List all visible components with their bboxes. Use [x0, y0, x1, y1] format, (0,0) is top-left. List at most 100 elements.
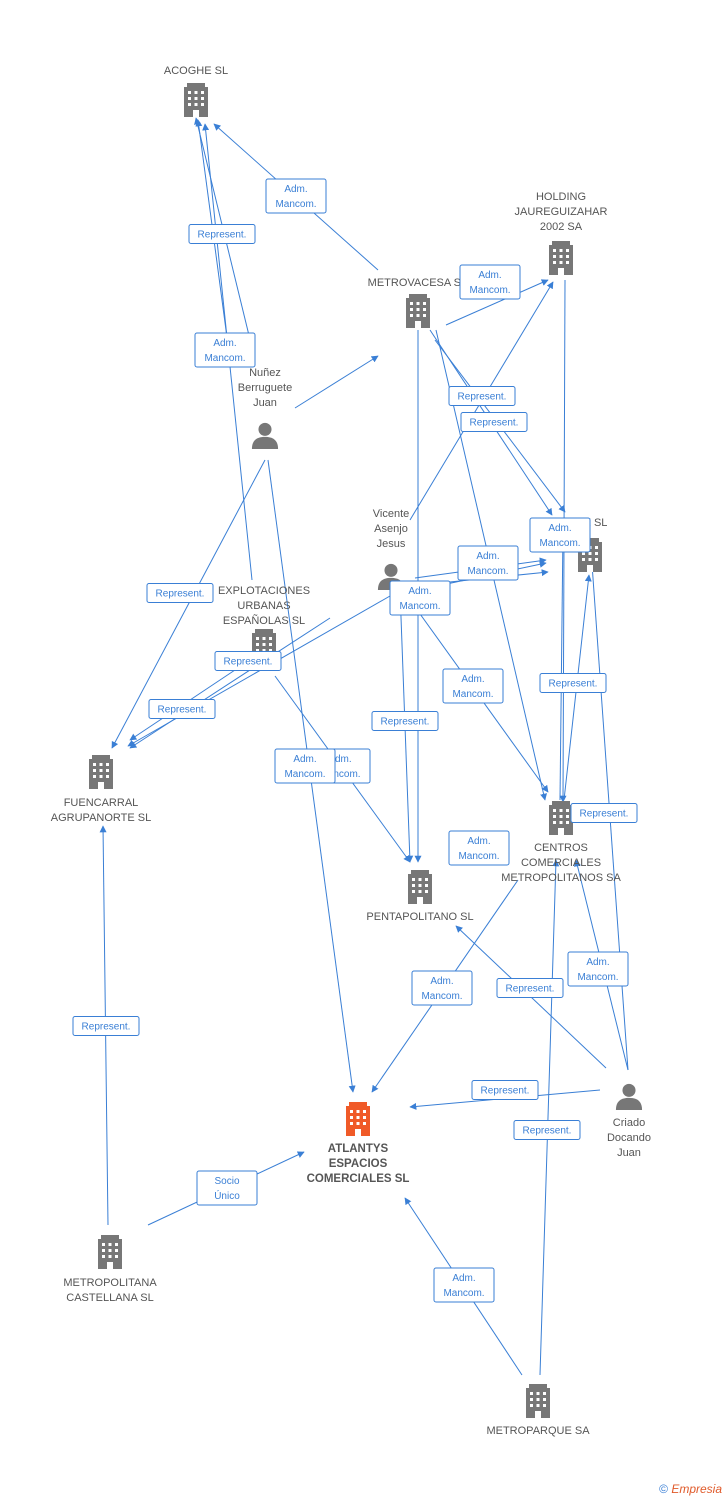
edge-label-text: Represent. — [481, 1086, 530, 1097]
edge-label-text: Represent. — [470, 418, 519, 429]
edge-label[interactable]: Adm.Mancom. — [442, 668, 504, 704]
edge-label[interactable]: Adm. Mancom. — [411, 970, 473, 1006]
node-acoghe[interactable]: ACOGHE SL — [164, 65, 228, 117]
edge-label[interactable]: Represent. — [188, 224, 256, 244]
edge-label-box — [570, 803, 638, 823]
edge-label[interactable]: Adm.Mancom. — [567, 951, 629, 987]
edge-label-box — [371, 711, 439, 731]
edge-label-text: Represent. — [156, 589, 205, 600]
edge-label-text: Mancom. — [421, 991, 462, 1002]
edge-label-box — [411, 970, 473, 1006]
edge-label[interactable]: Represent. — [539, 673, 607, 693]
brand-logo: Empresia — [671, 1482, 722, 1496]
node-label: COMERCIALES — [521, 857, 601, 869]
edge-label-box — [148, 699, 216, 719]
edge-label[interactable]: Represent. — [72, 1016, 140, 1036]
node-metrovacesa[interactable]: METROVACESA SA — [368, 277, 469, 328]
edge-label-box — [389, 580, 451, 616]
edge-line — [445, 279, 549, 326]
edge-label[interactable]: Represent. — [513, 1120, 581, 1140]
building-icon — [526, 1384, 550, 1418]
building-icon — [184, 83, 208, 117]
edge-label[interactable]: Adm.Mancom. — [274, 748, 336, 784]
edge-label-text: Mancom. — [284, 769, 325, 780]
edge-label[interactable]: Adm.Mancom. — [433, 1267, 495, 1303]
edge-label[interactable]: Represent. — [460, 412, 528, 432]
edge-label-text: Adm. — [430, 976, 453, 987]
node-label: CASTELLANA SL — [66, 1292, 153, 1304]
node-label: AGRUPANORTE SL — [51, 812, 151, 824]
node-label: Vicente — [373, 508, 410, 520]
person-icon — [615, 1083, 643, 1110]
edge-label-text: Mancom. — [539, 538, 580, 549]
edge-label[interactable]: Represent. — [371, 711, 439, 731]
edge-label-box — [194, 332, 256, 368]
edge-label[interactable]: Represent. — [214, 651, 282, 671]
node-label: Criado — [613, 1117, 645, 1129]
edge-label-text: Represent. — [580, 809, 629, 820]
edge-label-box — [567, 951, 629, 987]
node-pentapolitano[interactable]: PENTAPOLITANO SL — [366, 870, 474, 923]
edge-label-text: Mancom. — [469, 285, 510, 296]
edge-label-text: Mancom. — [204, 353, 245, 364]
edge-label-text: Mancom. — [467, 566, 508, 577]
edge-label[interactable]: Adm.Mancom. — [448, 830, 510, 866]
edge-line — [294, 355, 379, 409]
edge-label-text: Adm. — [284, 184, 307, 195]
edge-label-box — [433, 1267, 495, 1303]
edge-label-box — [274, 748, 336, 784]
edge-label[interactable]: Adm.Mancom. — [459, 264, 521, 300]
building-icon — [549, 801, 573, 835]
edge-label-box — [448, 830, 510, 866]
edge-label-box — [214, 651, 282, 671]
edge-label[interactable]: Represent. — [570, 803, 638, 823]
edge-label[interactable]: Represent. — [496, 978, 564, 998]
node-label: ACOGHE SL — [164, 65, 228, 77]
edge-label[interactable]: Represent. — [148, 699, 216, 719]
edge-label[interactable]: Adm.Mancom. — [457, 545, 519, 581]
edge-label-text: Represent. — [158, 705, 207, 716]
edge-label-text: Adm. — [461, 674, 484, 685]
node-label: Juan — [253, 397, 277, 409]
edge-label-box — [457, 545, 519, 581]
edge-label-box — [460, 412, 528, 432]
node-label: Jesus — [377, 538, 406, 550]
node-metroparque[interactable]: METROPARQUE SA — [486, 1384, 590, 1437]
edge-label-box — [188, 224, 256, 244]
node-label: Asenjo — [374, 523, 408, 535]
edge-label-box — [529, 517, 591, 553]
edge-label[interactable]: Represent. — [448, 386, 516, 406]
node-label: ESPAÑOLAS SL — [223, 614, 305, 627]
edge-label[interactable]: Represent. — [146, 583, 214, 603]
edges-layer — [99, 117, 629, 1376]
edge-label-box — [72, 1016, 140, 1036]
node-label: 2002 SA — [540, 221, 583, 233]
edge-label[interactable]: Adm.Mancom. — [389, 580, 451, 616]
edge-line — [111, 459, 266, 749]
edge-label-box — [442, 668, 504, 704]
edge-label-text: Adm. — [328, 754, 351, 765]
edge-label[interactable]: Represent. — [471, 1080, 539, 1100]
footer-credit[interactable]: © Empresia — [659, 1482, 722, 1496]
edge-label[interactable]: Adm.Mancom. — [265, 178, 327, 214]
node-label: Berruguete — [238, 382, 292, 394]
edge-label[interactable]: Adm.Mancom. — [529, 517, 591, 553]
edge-line — [559, 529, 567, 801]
edge-label-text: Adm. — [586, 957, 609, 968]
building-icon — [346, 1102, 370, 1136]
edge-label[interactable]: Adm.Mancom. — [194, 332, 256, 368]
edge-label-box — [539, 673, 607, 693]
edge-label-text: Represent. — [224, 657, 273, 668]
